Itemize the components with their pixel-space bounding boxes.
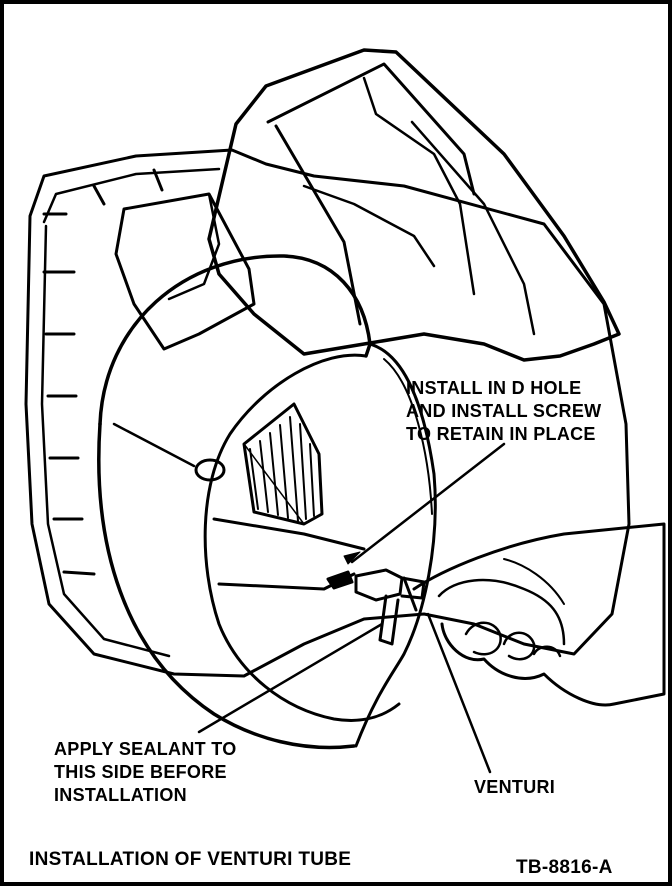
callout-d-hole-line-3: TO RETAIN IN PLACE xyxy=(406,424,596,444)
callout-sealant-line-3: INSTALLATION xyxy=(54,785,187,805)
motor-box-edge xyxy=(167,192,221,301)
hand-fingers xyxy=(464,621,562,661)
flange-inner-edge xyxy=(40,167,221,658)
housing-step xyxy=(302,76,476,296)
inlet-rim-second xyxy=(383,358,433,515)
mounting-flange xyxy=(24,148,631,678)
callout-sealant: APPLY SEALANT TO THIS SIDE BEFORE INSTAL… xyxy=(54,738,237,807)
leader-venturi xyxy=(426,612,492,774)
venturi-tube xyxy=(326,568,426,646)
illustration xyxy=(24,48,666,774)
figure-id: TB-8816-A xyxy=(516,857,613,878)
callout-sealant-line-1: APPLY SEALANT TO xyxy=(54,739,237,759)
hand-thumb xyxy=(437,578,566,646)
flange-ribs xyxy=(42,168,164,576)
hand-crease xyxy=(503,558,565,605)
housing-top-face xyxy=(266,62,476,326)
inlet-ring-front xyxy=(98,254,372,426)
leader-sealant xyxy=(197,622,384,734)
figure-title: INSTALLATION OF VENTURI TUBE xyxy=(29,849,352,870)
blower-wheel xyxy=(242,402,324,526)
leader-d-hole xyxy=(350,442,506,564)
housing-side-face xyxy=(410,120,536,336)
hand xyxy=(412,522,666,707)
blower-housing xyxy=(207,48,621,362)
motor-box xyxy=(114,192,256,351)
callout-d-hole-line-2: AND INSTALL SCREW xyxy=(406,401,602,421)
motor-shaft xyxy=(194,458,226,482)
callout-d-hole: INSTALL IN D HOLE AND INSTALL SCREW TO R… xyxy=(406,377,601,446)
inlet-ring-rim xyxy=(354,342,437,748)
callout-d-hole-line-1: INSTALL IN D HOLE xyxy=(406,378,582,398)
inlet-ring-left xyxy=(97,422,356,750)
callout-sealant-line-2: THIS SIDE BEFORE xyxy=(54,762,227,782)
callout-venturi: VENTURI xyxy=(474,777,556,797)
inlet-ring-inner xyxy=(203,353,401,723)
